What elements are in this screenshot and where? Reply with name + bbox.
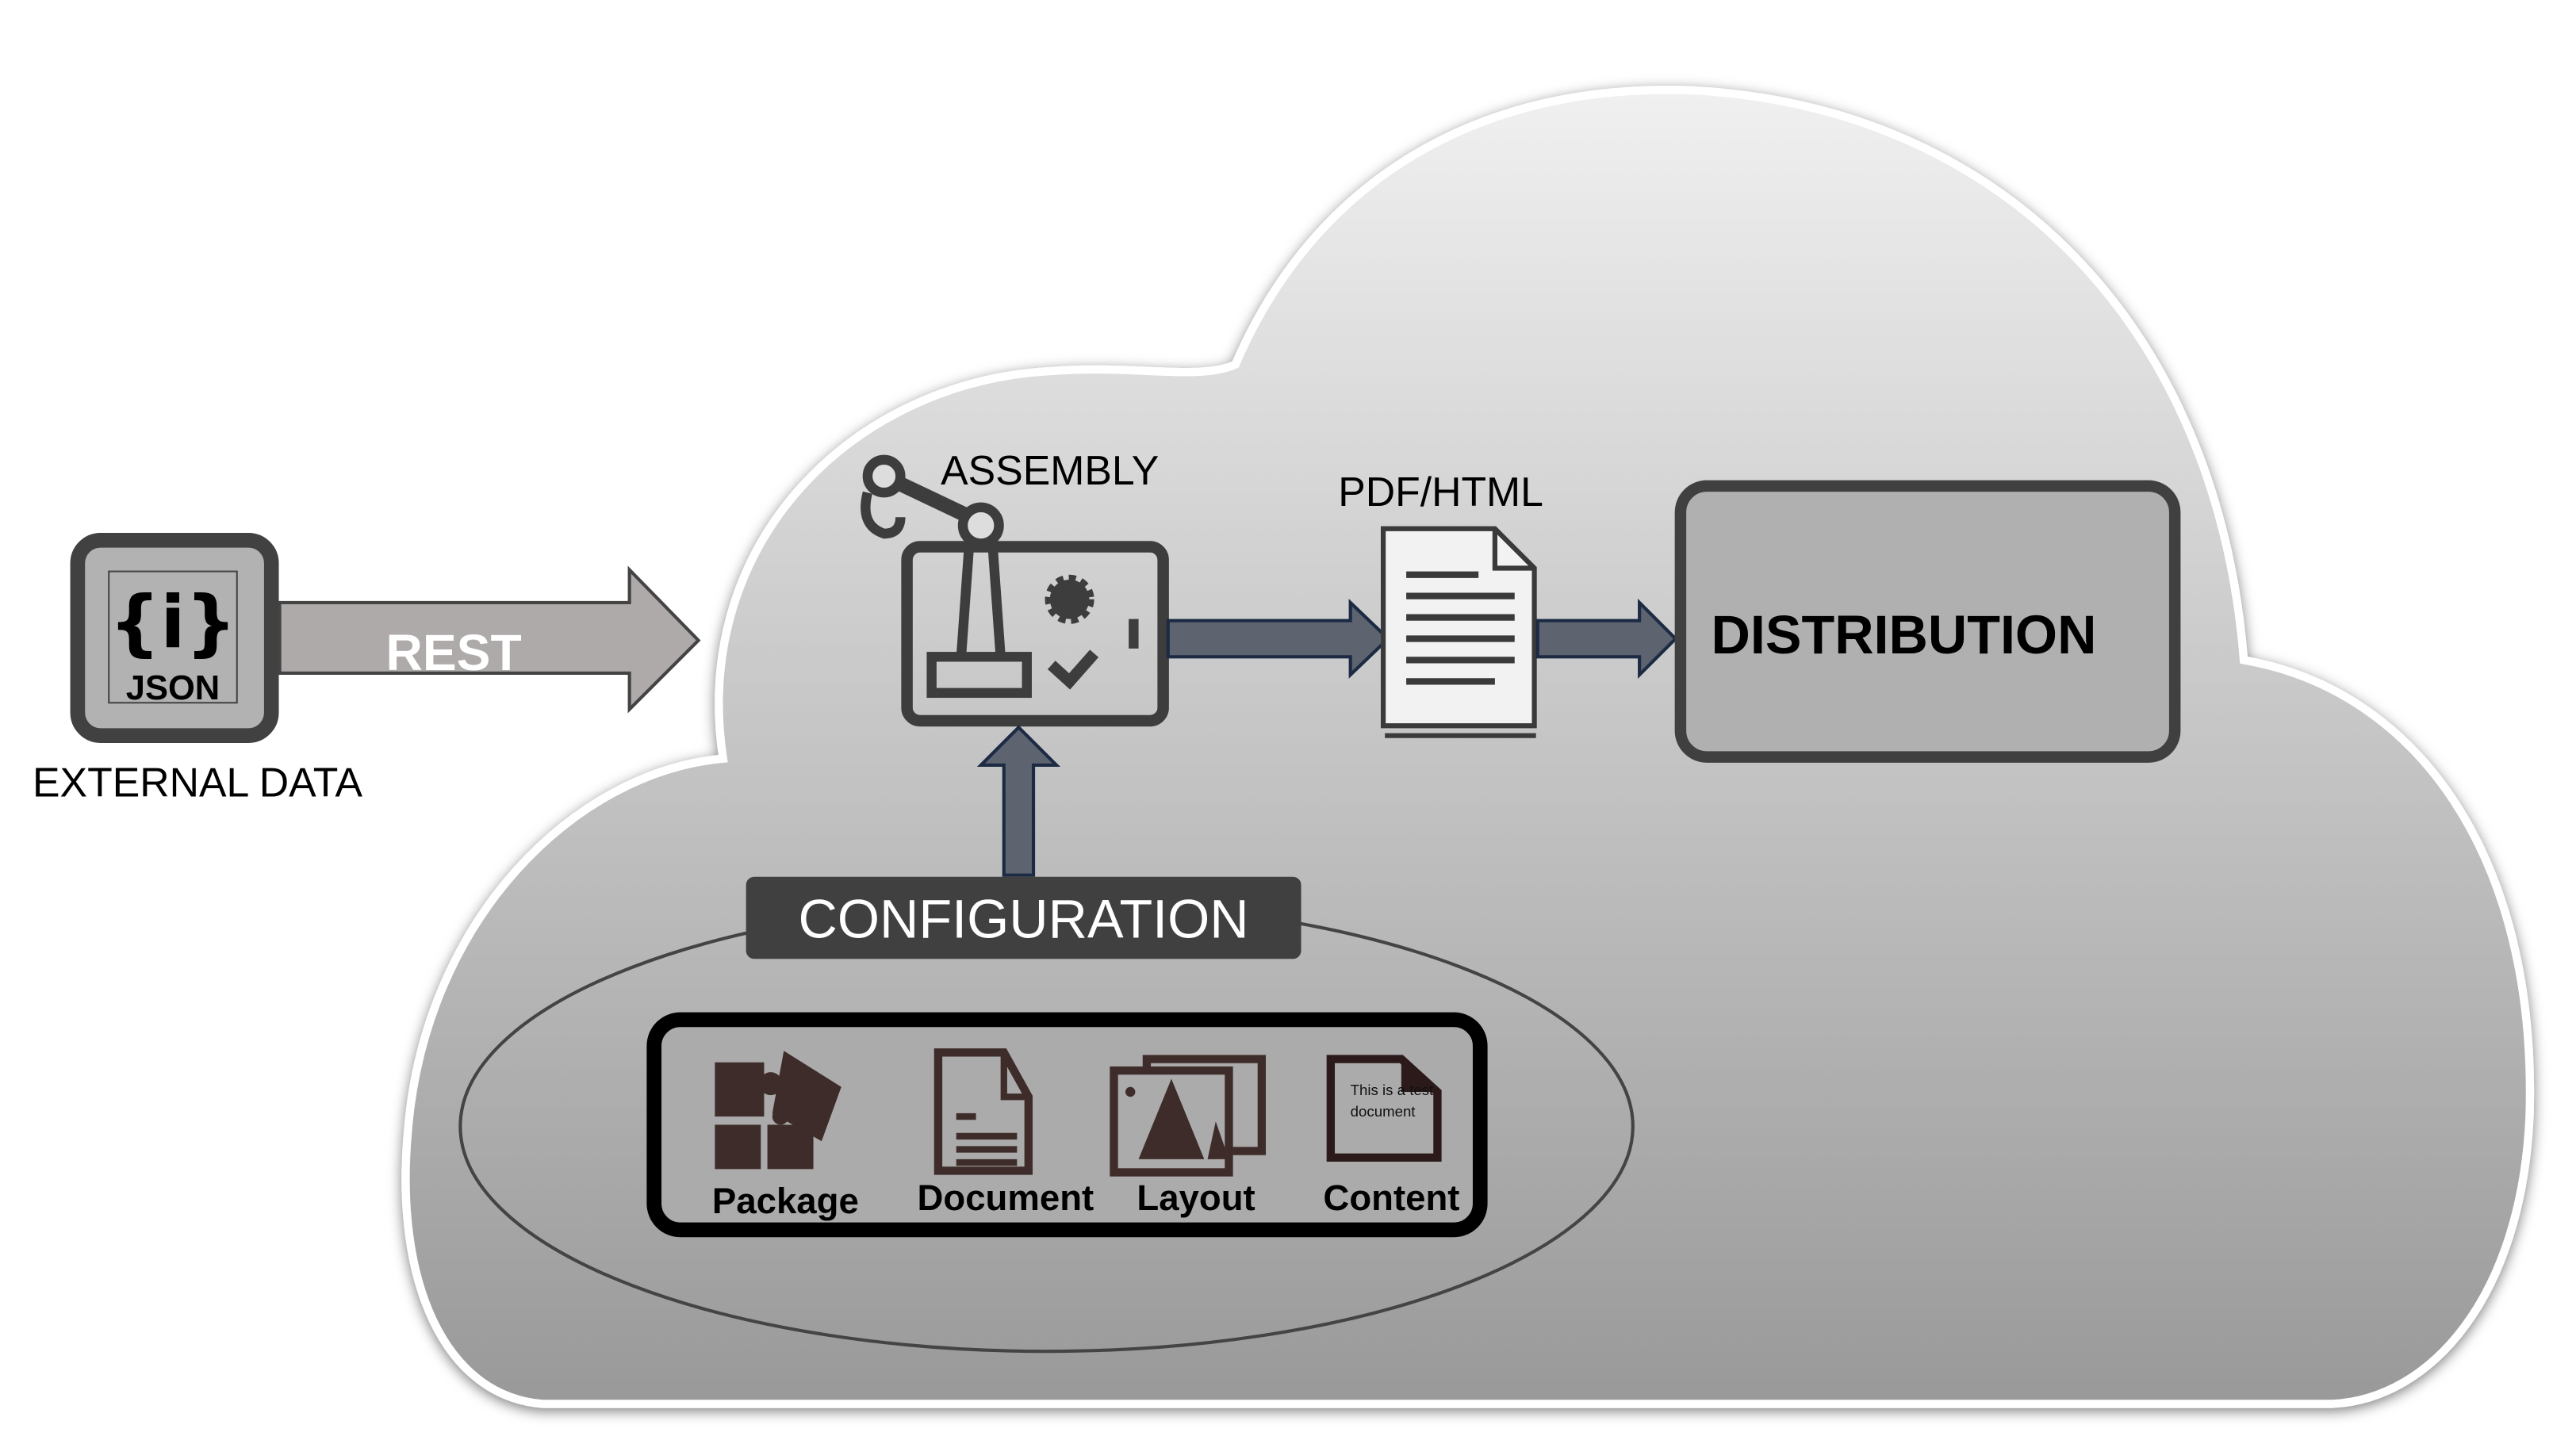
distribution-box <box>1674 480 2181 763</box>
package-label: Package <box>712 1181 859 1221</box>
document-icon <box>933 1048 1033 1175</box>
content-document-icon: This is a test document <box>1326 1055 1442 1162</box>
layout-label: Layout <box>1137 1178 1255 1218</box>
image-stack-icon <box>1110 1055 1267 1177</box>
content-label: Content <box>1323 1178 1459 1218</box>
configuration-label: CONFIGURATION <box>799 889 1249 949</box>
assembly-to-output-arrow <box>1166 599 1391 679</box>
distribution-label: DISTRIBUTION <box>1712 605 2097 665</box>
rest-arrow <box>278 565 701 714</box>
configuration-banner <box>746 876 1301 959</box>
configuration-items-box <box>646 1012 1488 1238</box>
svg-text:JSON: JSON <box>126 669 220 707</box>
assembly-label: ASSEMBLY <box>941 447 1159 493</box>
output-to-distribution-arrow <box>1535 598 1678 680</box>
pdf-html-label: PDF/HTML <box>1338 469 1543 515</box>
svg-text:This is a test: This is a test <box>1351 1082 1434 1098</box>
rest-label: REST <box>385 624 521 681</box>
svg-text:{i}: {i} <box>109 580 237 664</box>
configuration-to-assembly-arrow <box>976 725 1061 877</box>
puzzle-icon <box>715 1051 841 1170</box>
pdf-html-document-icon <box>1380 526 1537 738</box>
external-data-label: EXTERNAL DATA <box>33 759 362 805</box>
svg-text:document: document <box>1351 1103 1416 1120</box>
robot-arm-assembly-icon <box>861 454 1169 727</box>
document-label: Document <box>917 1178 1094 1218</box>
json-icon: {i} JSON <box>70 532 279 743</box>
